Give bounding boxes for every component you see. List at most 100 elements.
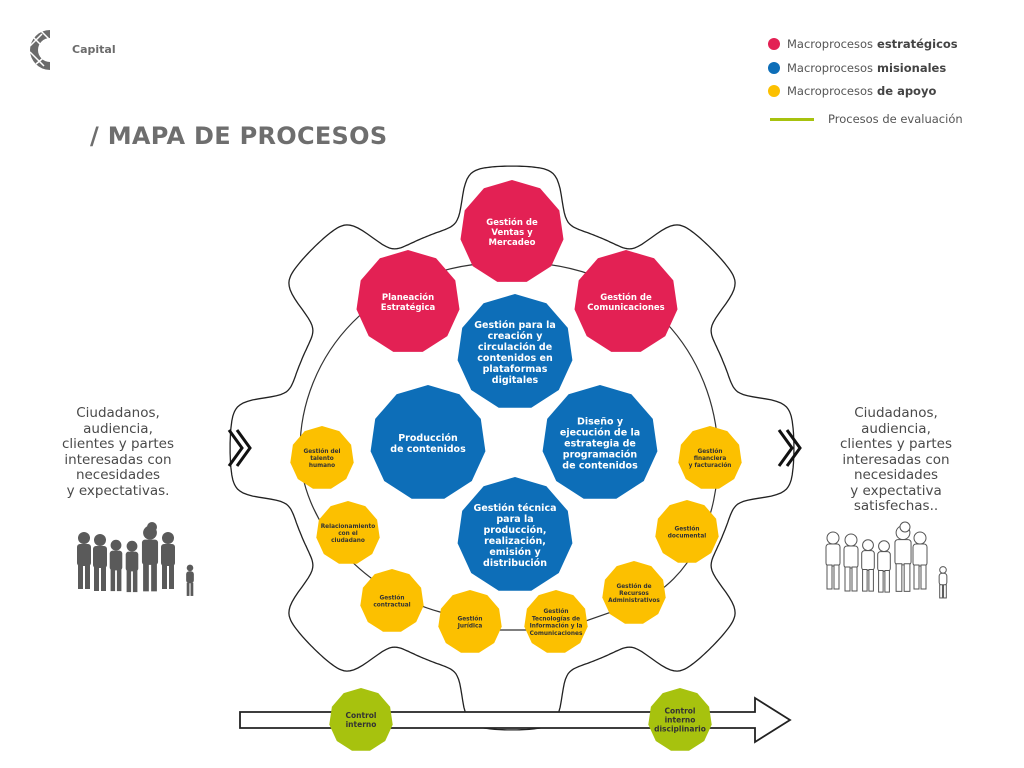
text-line: interesadas con [842,451,950,468]
logo-text: Capital [72,43,116,56]
people-outline-icon [825,521,948,599]
missional-programacion-shape [542,385,658,499]
legend-label-bold: de apoyo [877,84,937,98]
node-label: talento [310,456,333,462]
people-silhouette-icon [77,522,194,596]
node-label: para la [496,514,533,525]
missional-gestion-tecnica-shape [457,477,573,591]
node-label: Tecnologías de [532,615,580,622]
strategic-planeacion-shape [356,250,460,352]
node-label: Mercadeo [489,238,536,248]
node-label: Gestión de [616,583,651,590]
legend-label-bold: misionales [877,61,947,75]
node-label: Gestión técnica [474,503,557,514]
node-label: con el [338,531,357,537]
node-label: realización, [484,536,546,547]
node-label: Gestión [543,608,568,615]
legend-item-evaluation: Procesos de evaluación [770,110,963,128]
node-label: Comunicaciones [530,631,583,637]
legend-label: Macroprocesos [787,37,874,51]
support-tic-shape [524,590,588,653]
node-label: disciplinario [654,725,706,734]
node-label: creación y [488,331,544,342]
support-dot-icon [768,85,780,97]
node-label: circulación de [478,342,552,353]
node-label: humano [309,463,335,469]
support-recursos-administrativos-shape [602,561,666,624]
page-title: / MAPA DE PROCESOS [90,122,388,150]
node-label: interno [665,716,696,725]
text-line: audiencia, [83,420,153,437]
text-line: y expectativas. [66,482,170,499]
node-label: Gestión [379,594,404,601]
node-label: ejecución de la [560,427,640,438]
evaluation-control-disciplinario-shape [648,688,712,751]
node-label: Jurídica [457,623,483,630]
text-line: necesidades [853,467,939,483]
support-financiera-shape [678,426,742,489]
node-label: financiera [694,456,727,462]
support-contractual-shape [360,569,424,632]
legend-label-bold: estratégicos [877,37,958,51]
legend-label: Macroprocesos [787,61,874,75]
node-label: Gestión de [600,292,652,303]
node-label: Comunicaciones [587,303,664,313]
chevron-right-icon [227,429,252,467]
missional-dot-icon [768,62,780,74]
legend-item-support: Macroprocesos de apoyo [768,82,936,100]
node-label: Gestión del [303,448,340,455]
text-line: satisfechas.. [853,498,939,514]
node-label: Gestión para la [474,320,556,331]
node-label: y facturación [689,462,732,469]
evaluation-control-interno-shape [329,688,393,751]
text-line: clientes y partes [839,436,952,452]
node-label: contractual [373,603,410,609]
node-label: emisión y [489,547,541,558]
node-label: producción, [484,525,547,536]
strategic-comunicaciones-shape [574,250,678,352]
legend-label: Procesos de evaluación [828,112,963,126]
node-label: documental [668,534,706,540]
support-relacionamiento-shape [316,501,380,564]
missional-produccion-shape [370,385,486,499]
text-line: necesidades [75,467,161,483]
gear-outline [229,165,795,731]
node-label: plataformas [483,364,548,375]
text-line: Ciudadanos, [76,405,160,421]
node-label: Administrativos [608,598,660,604]
node-label: programación [563,449,638,460]
logo-c-mark [29,29,55,70]
text-line: clientes y partes [61,436,174,452]
node-label: de contenidos [562,460,638,471]
node-label: Ventas y [491,228,533,238]
strategic-ventas-mercadeo-shape [460,180,564,282]
node-label: interno [346,720,377,729]
node-label: Diseño y [577,416,624,427]
support-talento-humano-shape [290,426,354,489]
support-juridica-shape [438,590,502,653]
support-contractual[interactable]: Gestión contractual [360,569,424,632]
legend-item-missional: Macroprocesos misionales [768,59,946,77]
legend-label: Macroprocesos [787,84,874,98]
text-line: interesadas con [64,451,172,468]
text-line: Ciudadanos, [854,405,938,421]
text-line: y expectativa [850,482,942,499]
